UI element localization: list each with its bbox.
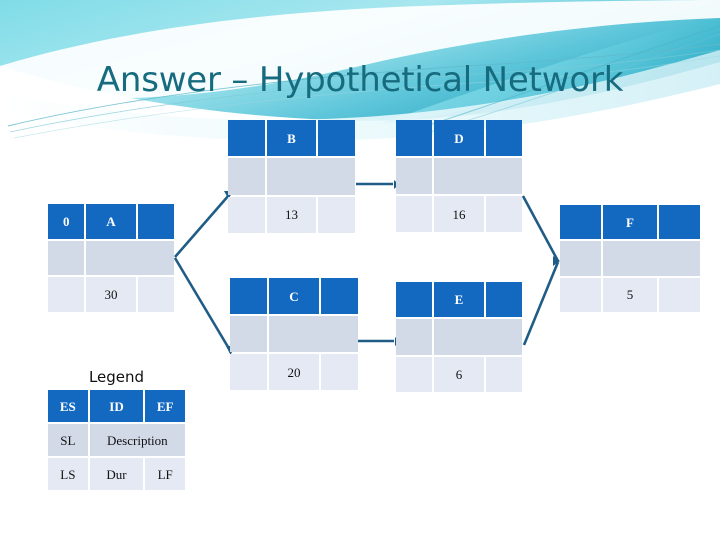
- node-d-description: [434, 158, 522, 194]
- node-e-lf: [485, 356, 522, 392]
- connector-d-to-f: [521, 195, 560, 262]
- node-d[interactable]: D 16: [396, 120, 522, 232]
- node-f-lf: [659, 277, 700, 312]
- legend-cell-description: Description: [89, 424, 185, 456]
- node-b-sl: [228, 158, 265, 195]
- node-b-ef: [318, 120, 355, 157]
- node-d-lf: [485, 196, 522, 232]
- node-b-dur: 13: [266, 196, 317, 233]
- node-f-sl: [560, 241, 601, 276]
- node-c-es: [230, 278, 267, 314]
- node-e-es: [396, 282, 433, 318]
- node-c[interactable]: C 20: [230, 278, 358, 390]
- page-title: Answer – Hypothetical Network: [96, 60, 624, 100]
- node-c-ls: [230, 354, 267, 390]
- node-a[interactable]: 0 A 30: [48, 204, 174, 312]
- legend-cell-lf: LF: [145, 458, 185, 490]
- node-a-id: A: [86, 204, 136, 239]
- node-f-es: [560, 205, 601, 240]
- banner-pale-swoosh: [0, 50, 720, 141]
- node-a-ls: [48, 277, 85, 312]
- connector-e-to-f: [522, 261, 560, 346]
- node-c-description: [269, 316, 358, 352]
- node-a-sl: [48, 240, 85, 276]
- legend-cell-sl: SL: [48, 424, 88, 456]
- banner-thin-line-1: [7, 43, 720, 127]
- node-e-ls: [396, 356, 433, 392]
- node-c-dur: 20: [269, 354, 319, 390]
- node-a-es: 0: [48, 204, 85, 239]
- node-c-lf: [320, 354, 358, 390]
- banner-cyan-sweep: [380, 16, 720, 124]
- connector-a-to-b: [174, 194, 230, 258]
- node-b[interactable]: B 13: [228, 120, 355, 233]
- legend-title: Legend: [88, 368, 145, 386]
- node-c-sl: [230, 316, 267, 352]
- node-a-ef: [137, 204, 174, 239]
- node-b-id: B: [266, 120, 317, 157]
- node-f-ls: [560, 277, 601, 312]
- node-e-description: [434, 319, 522, 355]
- node-f-id: F: [602, 205, 658, 240]
- legend-cell-dur: Dur: [89, 458, 144, 490]
- node-d-ef: [485, 120, 522, 156]
- arrowhead-into-f: [553, 256, 560, 266]
- legend-table: ES ID EF SL Description LS Dur LF: [48, 390, 185, 490]
- node-c-ef: [320, 278, 358, 314]
- node-f[interactable]: F 5: [560, 205, 700, 312]
- node-d-ls: [396, 196, 433, 232]
- legend: Legend ES ID EF SL Description LS Dur LF: [48, 368, 185, 490]
- banner-tail-line-1: [419, 25, 720, 129]
- node-f-dur: 5: [602, 277, 658, 312]
- node-d-id: D: [434, 120, 484, 156]
- node-b-es: [228, 120, 265, 157]
- node-e-sl: [396, 319, 433, 355]
- node-e[interactable]: E 6: [396, 282, 522, 392]
- node-d-sl: [396, 158, 433, 194]
- node-e-id: E: [434, 282, 484, 318]
- node-a-lf: [137, 277, 174, 312]
- node-b-ls: [228, 196, 265, 233]
- legend-cell-ef: EF: [145, 390, 185, 422]
- legend-cell-es: ES: [48, 390, 88, 422]
- node-a-description: [86, 240, 174, 276]
- legend-cell-id: ID: [89, 390, 144, 422]
- banner-white-swoosh: [0, 0, 720, 99]
- banner-thin-line-3: [13, 55, 720, 139]
- node-f-description: [602, 241, 700, 276]
- node-a-dur: 30: [86, 277, 136, 312]
- node-c-id: C: [269, 278, 319, 314]
- node-b-lf: [318, 196, 355, 233]
- legend-cell-ls: LS: [48, 458, 88, 490]
- node-b-description: [266, 158, 355, 195]
- node-e-dur: 6: [434, 356, 484, 392]
- connector-a-to-c: [173, 257, 233, 353]
- node-e-ef: [485, 282, 522, 318]
- node-d-es: [396, 120, 433, 156]
- node-d-dur: 16: [434, 196, 484, 232]
- node-f-ef: [659, 205, 700, 240]
